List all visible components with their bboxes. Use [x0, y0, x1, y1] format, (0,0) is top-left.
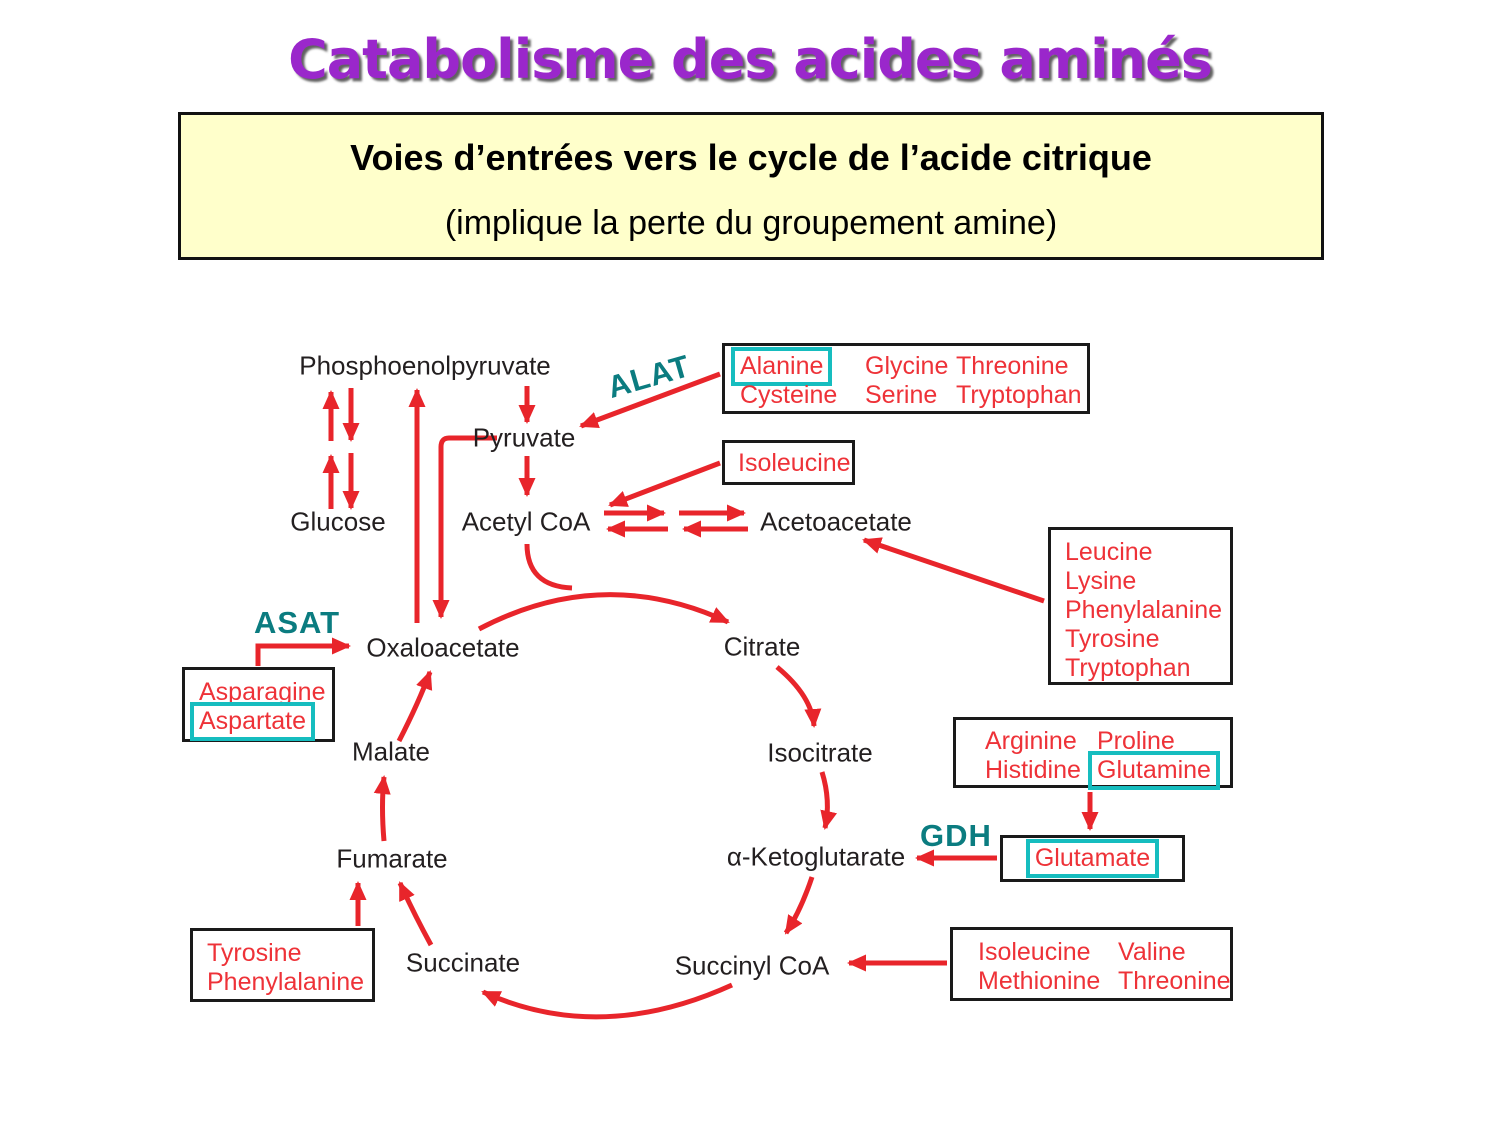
arrow-asat-aspartate-to-oxaloacetate [255, 637, 351, 666]
label-tyrosine-2: Tyrosine [207, 939, 302, 967]
subtitle-banner: Voies d’entrées vers le cycle de l’acide… [178, 112, 1324, 260]
label-enzyme-gdh: GDH [920, 818, 992, 853]
label-methionine: Methionine [978, 967, 1101, 995]
banner-line1: Voies d’entrées vers le cycle de l’acide… [350, 137, 1152, 178]
arrow-akg-to-succinylcoa [783, 876, 815, 935]
label-glucose: Glucose [290, 506, 386, 537]
highlight-aspartate: Aspartate [190, 702, 316, 741]
label-cysteine: Cysteine [740, 381, 838, 409]
label-acetyl-coa: Acetyl CoA [461, 506, 591, 537]
label-arginine: Arginine [985, 727, 1077, 755]
arrow-alat-alanine-to-pyruvate [579, 371, 721, 429]
label-succinate: Succinate [405, 947, 521, 978]
line-acetylcoa-into-cycle [524, 543, 573, 591]
label-pyruvate: Pyruvate [472, 422, 576, 453]
label-tyrosine: Tyrosine [1065, 625, 1160, 653]
label-threonine-2: Threonine [1118, 967, 1231, 995]
box-glutamate: Glutamate [1000, 835, 1185, 882]
slide-title: Catabolisme des acides aminés [288, 28, 1213, 91]
label-isoleucine-2: Isoleucine [978, 938, 1091, 966]
label-tryptophan-2: Tryptophan [1065, 654, 1191, 682]
label-phenylalanine: Phenylalanine [1065, 596, 1223, 624]
highlight-glutamate: Glutamate [1025, 839, 1160, 878]
arrow-succinylcoa-to-succinate [481, 982, 734, 1020]
label-fumarate: Fumarate [336, 843, 448, 874]
arrow-malate-to-oxaloacetate [396, 670, 433, 743]
arrow-isocitrate-to-akg [819, 771, 837, 830]
highlight-alanine: Alanine [731, 347, 833, 386]
label-valine: Valine [1118, 938, 1186, 966]
arrow-leucine-group-to-acetoacetate [862, 537, 1045, 604]
arrow-pyruvate-to-oxaloacetate [432, 435, 497, 619]
label-citrate: Citrate [723, 631, 801, 662]
label-serine: Serine [865, 381, 938, 409]
label-proline: Proline [1097, 727, 1175, 755]
label-malate: Malate [351, 736, 431, 767]
label-lysine: Lysine [1065, 567, 1137, 595]
label-enzyme-asat: ASAT [253, 605, 341, 640]
label-succinyl-coa: Succinyl CoA [674, 950, 830, 981]
arrow-oxaloacetate-to-citrate [477, 592, 730, 632]
box-acetoacetate-amino-acids: Leucine Lysine Phenylalanine Tyrosine Tr… [1048, 527, 1233, 685]
box-fumarate-amino-acids: Tyrosine Phenylalanine [190, 928, 375, 1002]
box-pyruvate-amino-acids: Alanine Glycine Threonine Cysteine Serin… [722, 343, 1090, 414]
arrow-isoleucine-to-acetylcoa [608, 460, 721, 508]
label-alpha-ketoglutarate: α-Ketoglutarate [726, 841, 906, 872]
arrow-succinate-to-fumarate [397, 881, 434, 947]
box-oxaloacetate-amino-acids: Asparagine Aspartate [182, 667, 335, 742]
label-threonine: Threonine [956, 352, 1069, 380]
label-glycine: Glycine [865, 352, 949, 380]
label-isoleucine: Isoleucine [738, 449, 851, 477]
label-isocitrate: Isocitrate [767, 737, 873, 768]
label-histidine: Histidine [985, 756, 1081, 784]
label-tryptophan: Tryptophan [956, 381, 1082, 409]
label-oxaloacetate: Oxaloacetate [366, 632, 520, 663]
label-asparagine: Asparagine [199, 678, 326, 706]
box-glutamine-amino-acids: Arginine Proline Histidine Glutamine [953, 717, 1233, 790]
highlight-glutamine: Glutamine [1088, 751, 1220, 790]
label-phenylalanine-2: Phenylalanine [207, 968, 365, 996]
label-acetoacetate: Acetoacetate [760, 506, 912, 537]
label-leucine: Leucine [1065, 538, 1153, 566]
box-isoleucine: Isoleucine [722, 440, 855, 485]
banner-line2: (implique la perte du groupement amine) [444, 204, 1058, 242]
arrow-fumarate-to-malate [373, 775, 391, 842]
box-succinylcoa-amino-acids: Isoleucine Valine Methionine Threonine [950, 927, 1233, 1001]
label-phosphoenolpyruvate: Phosphoenolpyruvate [299, 350, 551, 381]
arrow-citrate-to-isocitrate [775, 665, 822, 728]
